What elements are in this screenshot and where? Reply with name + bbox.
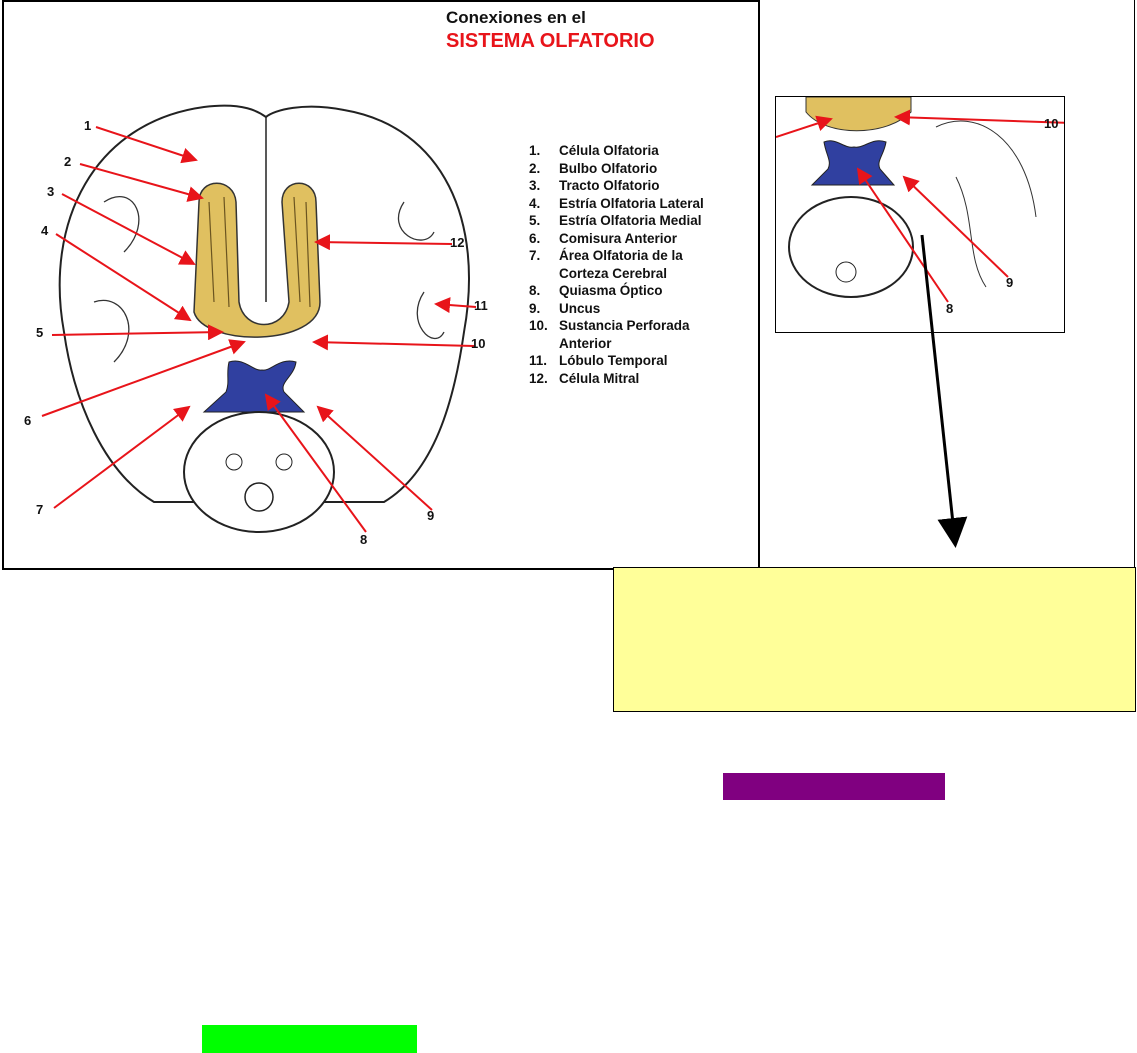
legend-number: 1.: [529, 143, 541, 158]
label-3: 3: [47, 184, 55, 199]
legend-item: 3. Tracto Olfatorio: [529, 177, 704, 195]
legend-label: Comisura Anterior: [559, 230, 678, 246]
legend-item: 2. Bulbo Olfatorio: [529, 160, 704, 178]
legend-label: Estría Olfatoria Lateral: [559, 195, 704, 211]
inset-illustration: [776, 97, 1064, 303]
legend-label: Anterior: [559, 335, 612, 351]
legend-label: Lóbulo Temporal: [559, 353, 668, 368]
legend-number: 11.: [529, 353, 548, 368]
zoomed-inset: 10 9 8: [775, 96, 1065, 333]
label-11: 11: [474, 298, 488, 313]
legend: 1. Célula Olfatoria 2. Bulbo Olfatorio 3. Tra…: [529, 142, 704, 387]
legend-number: 10.: [529, 318, 548, 333]
legend-item: 10. Sustancia Perforada: [529, 317, 704, 335]
legend-item: 1. Célula Olfatoria: [529, 142, 704, 160]
olfactory-diagram: 1 2 3 4 5 6 7 8 9 10 11 12 Conexiones en…: [2, 0, 760, 570]
pointer-arrow: [920, 234, 968, 548]
legend-label: Área Olfatoria de la: [559, 248, 683, 263]
inset-label-10: 10: [1044, 116, 1059, 131]
legend-item: 11. Lóbulo Temporal: [529, 352, 704, 370]
label-8: 8: [360, 532, 368, 547]
legend-number: [529, 265, 559, 283]
label-12: 12: [450, 235, 465, 250]
legend-label: Corteza Cerebral: [559, 265, 668, 281]
legend-item: Corteza Cerebral: [529, 265, 704, 283]
legend-number: 6.: [529, 230, 541, 246]
note-box: [613, 567, 1136, 712]
brain-illustration: [41, 104, 477, 533]
legend-number: 5.: [529, 213, 541, 228]
page-edge-line: [1134, 0, 1135, 567]
label-10: 10: [471, 336, 486, 351]
legend-number: 8.: [529, 283, 541, 298]
label-9: 9: [427, 508, 435, 523]
legend-item: 6. Comisura Anterior: [529, 230, 704, 248]
legend-item: 4. Estría Olfatoria Lateral: [529, 195, 704, 213]
legend-number: [529, 335, 559, 353]
legend-item: 9. Uncus: [529, 300, 704, 318]
legend-item: Anterior: [529, 335, 704, 353]
inset-label-8: 8: [946, 301, 954, 316]
label-1: 1: [84, 118, 92, 133]
legend-label: Célula Olfatoria: [559, 143, 659, 158]
legend-label: Uncus: [559, 300, 601, 316]
legend-label: Tracto Olfatorio: [559, 178, 660, 193]
legend-item: 5. Estría Olfatoria Medial: [529, 212, 704, 230]
inset-label-9: 9: [1006, 275, 1014, 290]
legend-number: 7.: [529, 248, 541, 263]
legend-number: 12.: [529, 370, 548, 386]
title-line2: SISTEMA OLFATORIO: [446, 30, 655, 52]
legend-number: 9.: [529, 300, 541, 316]
highlight-purple: [723, 773, 945, 800]
label-6: 6: [24, 413, 32, 428]
label-2: 2: [64, 154, 72, 169]
legend-number: 2.: [529, 160, 541, 176]
label-5: 5: [36, 325, 44, 340]
legend-label: Célula Mitral: [559, 370, 640, 386]
legend-label: Estría Olfatoria Medial: [559, 213, 702, 228]
legend-label: Sustancia Perforada: [559, 318, 690, 333]
highlight-green: [202, 1025, 417, 1053]
title-line1: Conexiones en el: [446, 8, 586, 27]
label-7: 7: [36, 502, 44, 517]
legend-number: 3.: [529, 178, 541, 193]
legend-number: 4.: [529, 195, 541, 211]
legend-label: Quiasma Óptico: [559, 283, 663, 298]
legend-label: Bulbo Olfatorio: [559, 160, 658, 176]
legend-item: 8. Quiasma Óptico: [529, 282, 704, 300]
label-4: 4: [41, 223, 49, 238]
legend-item: 12. Célula Mitral: [529, 370, 704, 388]
legend-item: 7. Área Olfatoria de la: [529, 247, 704, 265]
